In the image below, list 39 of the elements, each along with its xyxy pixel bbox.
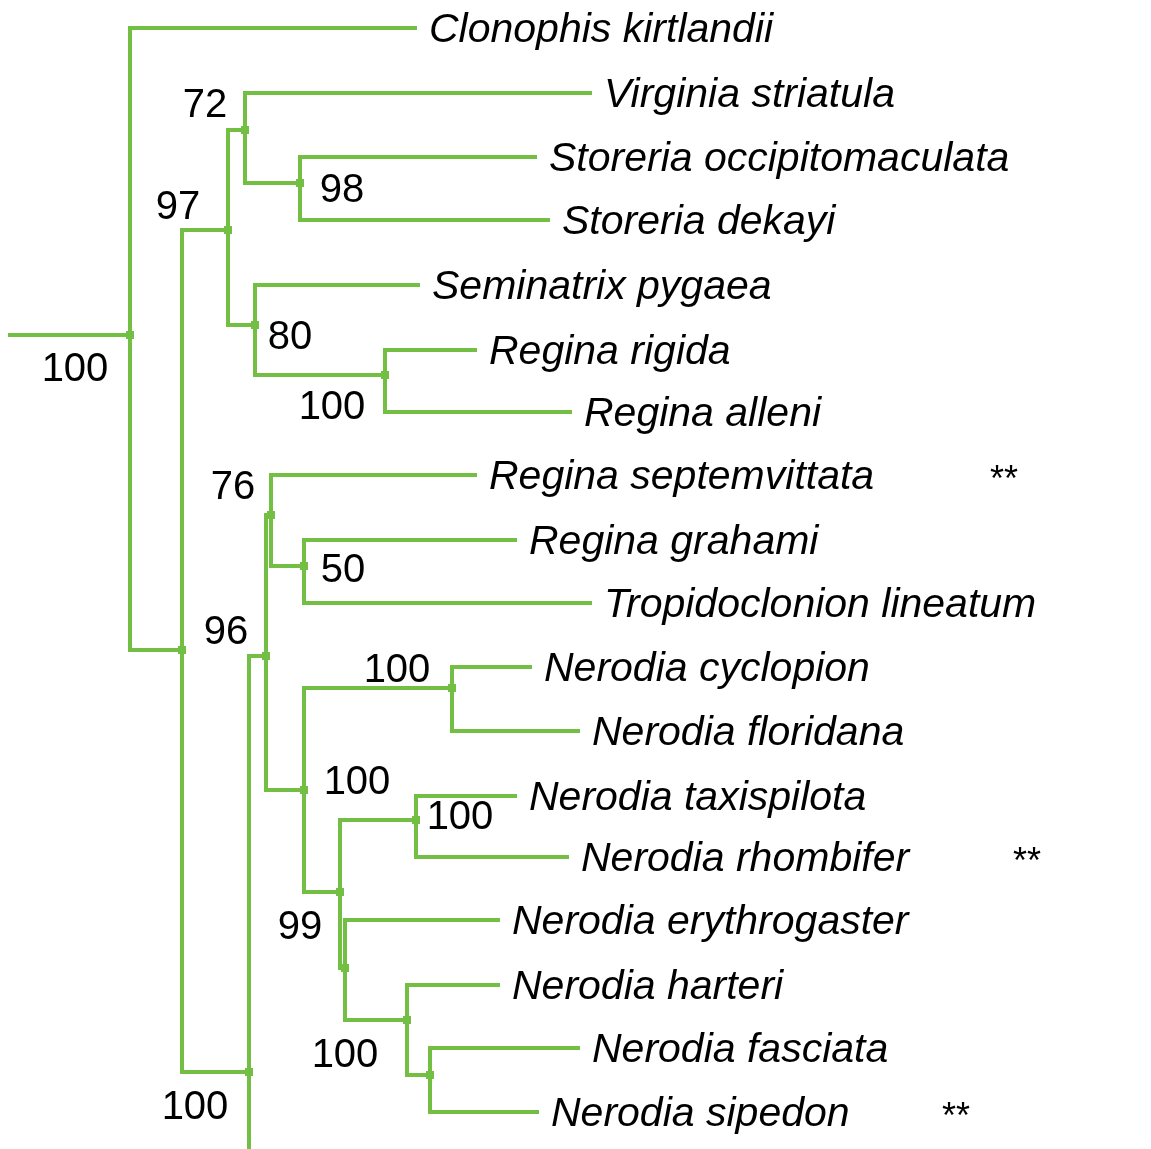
branch-node (341, 964, 349, 972)
taxon-name: Storeria occipitomaculata (549, 134, 1010, 180)
taxon-name: Nerodia taxispilota (529, 773, 867, 819)
taxon-name: Regina rigida (489, 327, 731, 373)
marker-note: ** (1013, 841, 1042, 881)
support-value: 96 (203, 608, 249, 652)
taxon-name: Virginia striatula (604, 70, 895, 116)
marker-note: ** (942, 1096, 971, 1136)
taxon-name: Regina alleni (584, 389, 822, 435)
taxon-name: Regina grahami (529, 517, 819, 563)
taxon-name: Clonophis kirtlandii (429, 5, 774, 51)
support-value: 80 (267, 313, 313, 357)
taxon-name: Tropidoclonion lineatum (604, 580, 1037, 626)
support-value: 100 (426, 793, 494, 837)
taxon-name: Nerodia erythrogaster (512, 897, 909, 943)
taxon-name: Nerodia fasciata (592, 1025, 889, 1071)
support-value: 100 (161, 1083, 229, 1127)
support-value: 72 (182, 81, 228, 125)
taxon-name: Nerodia sipedon (551, 1089, 850, 1135)
support-value: 100 (298, 383, 366, 427)
support-value: 100 (363, 646, 431, 690)
taxon-name: Nerodia rhombifer (581, 834, 910, 880)
branch-node (178, 646, 186, 654)
support-value: 100 (41, 345, 109, 389)
taxon-name: Seminatrix pygaea (432, 262, 772, 308)
taxon-name: Storeria dekayi (562, 197, 836, 243)
taxon-name: Nerodia harteri (512, 962, 784, 1008)
taxon-name: Nerodia cyclopion (544, 644, 870, 690)
support-value: 50 (320, 546, 366, 590)
support-value: 100 (323, 758, 391, 802)
support-value: 99 (277, 903, 323, 947)
branch-node (426, 1071, 434, 1079)
support-value: 97 (155, 183, 201, 227)
taxon-name: Regina septemvittata (489, 452, 875, 498)
taxon-name: Nerodia floridana (592, 708, 905, 754)
support-value: 98 (319, 166, 365, 210)
marker-note: ** (990, 459, 1019, 499)
support-value: 100 (311, 1031, 379, 1075)
support-value: 76 (210, 463, 256, 507)
